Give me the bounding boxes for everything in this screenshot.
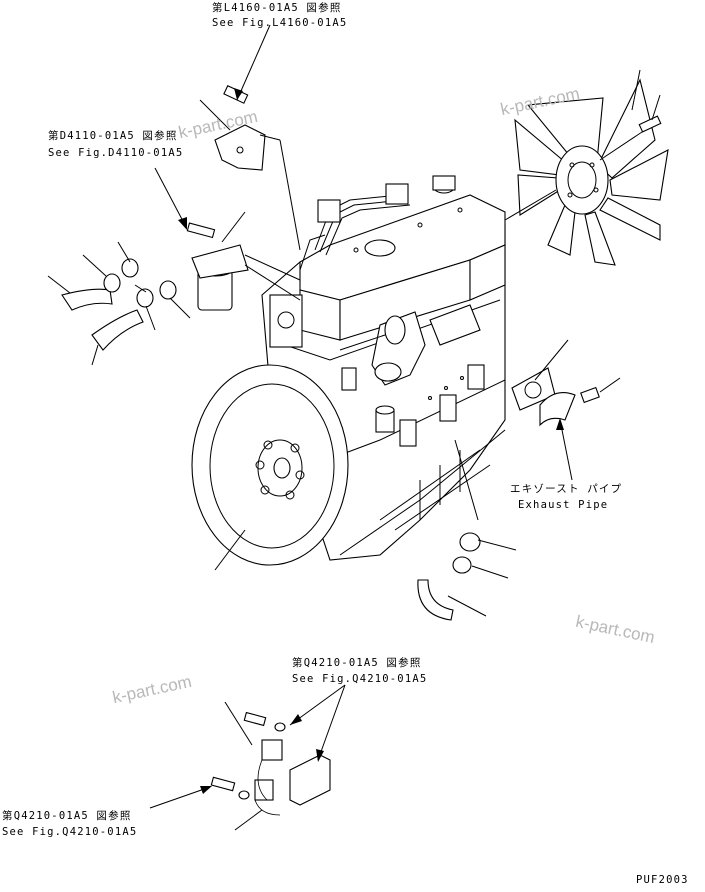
exhaust-pipe-parts — [511, 367, 600, 427]
exhaust-pipe-jp: エキゾースト パイプ — [510, 483, 623, 495]
left-hoses — [61, 258, 177, 351]
ref-top-jp: 第L4160-01A5 図参照 — [212, 2, 342, 14]
exhaust-manifold — [371, 304, 481, 386]
switch-assembly — [210, 711, 331, 816]
ref-lower-mid-jp: 第Q4210-01A5 図参照 — [292, 657, 422, 669]
fuel-filter — [186, 222, 301, 311]
drawing-code: PUF2003 — [636, 874, 689, 886]
bracket — [214, 84, 301, 251]
flywheel — [191, 364, 349, 566]
ref-lower-left-en: See Fig.Q4210-01A5 — [2, 826, 138, 838]
side-accessory — [269, 294, 395, 433]
cylinder-head — [299, 175, 506, 341]
lower-fittings — [417, 532, 481, 621]
ref-left-en: See Fig.D4110-01A5 — [48, 147, 184, 159]
ref-top-en: See Fig.L4160-01A5 — [212, 17, 348, 29]
fan-bolt — [638, 115, 662, 133]
injection-pipes — [299, 183, 411, 271]
exhaust-pipe-en: Exhaust Pipe — [518, 499, 609, 511]
ref-lower-left-jp: 第Q4210-01A5 図参照 — [2, 810, 132, 822]
cooling-fan — [504, 78, 669, 266]
leader-lines — [47, 24, 661, 831]
ref-lower-mid-en: See Fig.Q4210-01A5 — [292, 673, 428, 685]
ref-left-jp: 第D4110-01A5 図参照 — [48, 130, 178, 142]
